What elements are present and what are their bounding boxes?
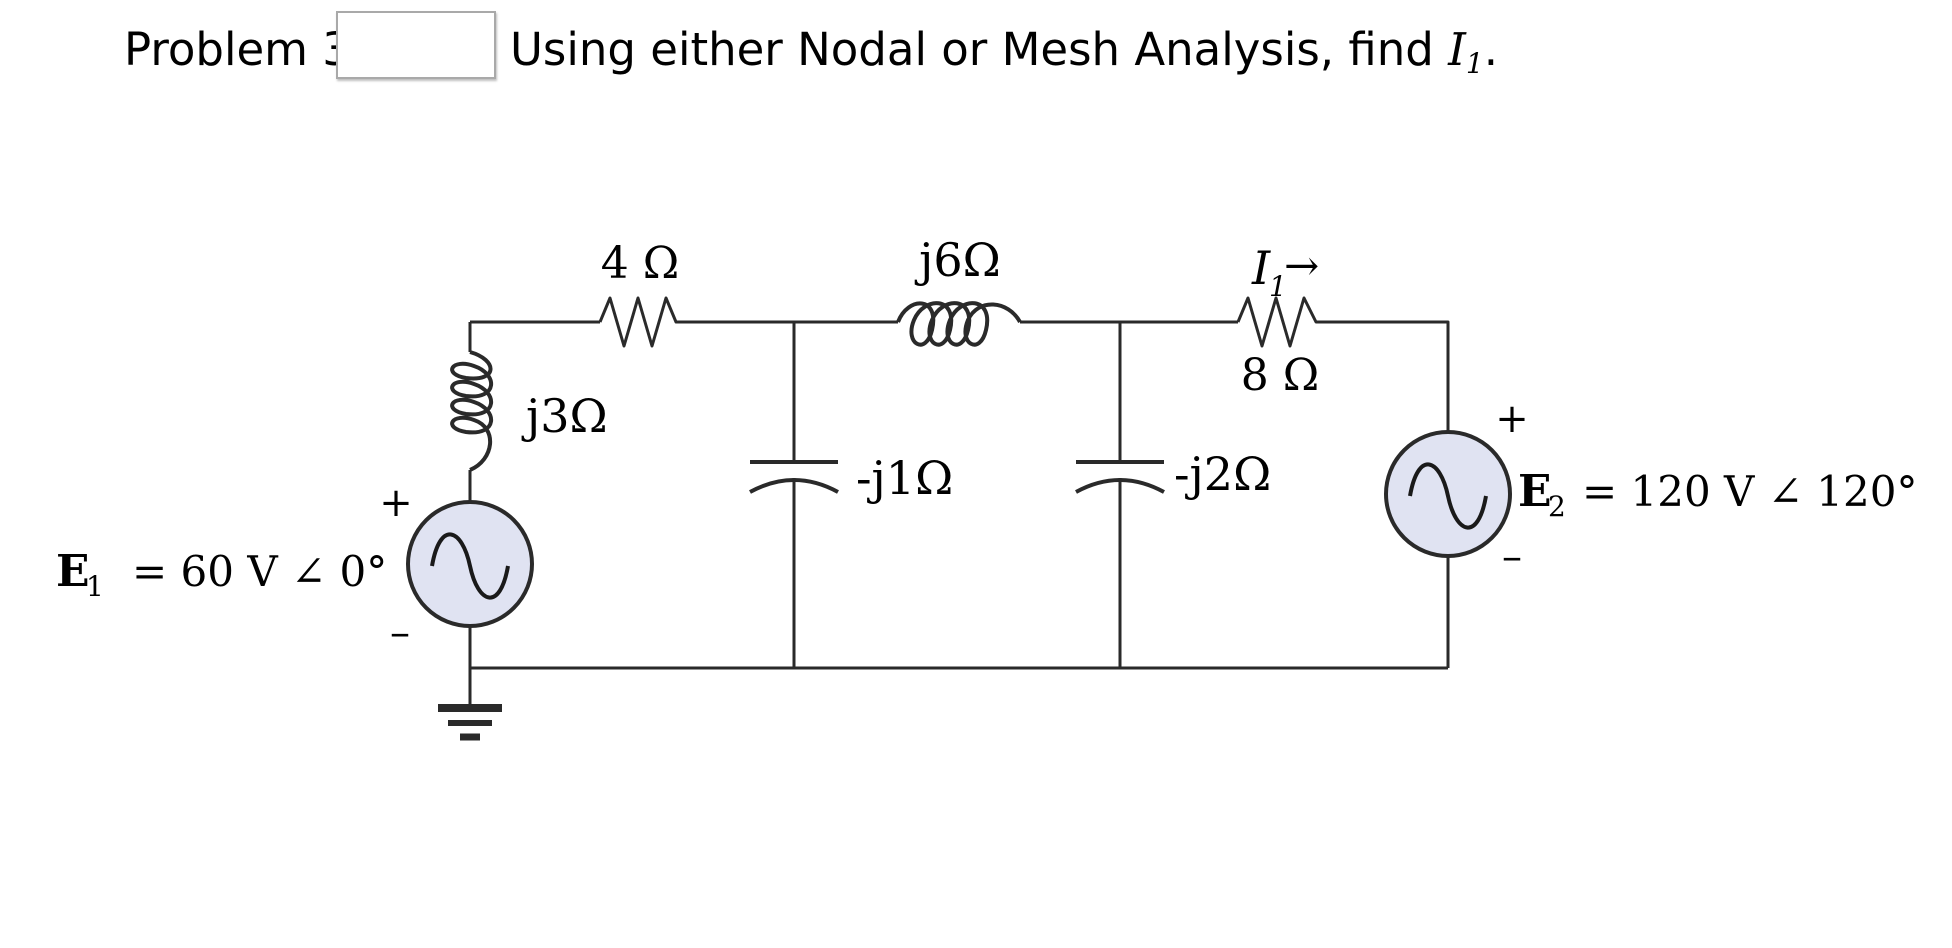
- ground-icon: [438, 704, 502, 741]
- ac-source-e1: [406, 500, 534, 628]
- problem-instruction: Using either Nodal or Mesh Analysis, fin…: [510, 20, 1498, 94]
- inductor-j3-label: j3Ω: [521, 389, 608, 443]
- target-current-symbol: I: [1448, 23, 1466, 76]
- sine-wave-icon: [1408, 462, 1488, 530]
- source-e2-subscript: 2: [1548, 490, 1566, 523]
- inductor-j6: [896, 301, 1022, 347]
- source-e2-value: = 120 V ∠ 120°: [1582, 467, 1917, 516]
- resistor-8-ohm-label: 8 Ω: [1241, 350, 1319, 401]
- current-i1-symbol: I: [1251, 241, 1271, 295]
- wire-top-right: [1325, 320, 1450, 432]
- resistor-8-ohm: [1236, 296, 1325, 348]
- instruction-period: .: [1483, 23, 1499, 76]
- target-current-subscript: 1: [1465, 47, 1484, 80]
- current-i1-subscript: 1: [1269, 270, 1287, 303]
- source-e2-name: E: [1518, 466, 1552, 517]
- answer-input[interactable]: [336, 11, 496, 79]
- source-e1-minus: –: [390, 610, 410, 656]
- source-e1-value: = 60 V ∠ 0°: [132, 547, 387, 596]
- source-e2-plus: +: [1495, 396, 1529, 442]
- capacitor-j1: [749, 460, 839, 494]
- source-e1-plus: +: [379, 480, 413, 526]
- resistor-4-ohm: [598, 296, 682, 348]
- capacitor-j2-label: -j2Ω: [1174, 447, 1271, 501]
- problem-header: Problem 3 Using either Nodal or Mesh Ana…: [0, 0, 1952, 100]
- sine-wave-icon: [430, 532, 510, 600]
- ac-source-e2: [1384, 430, 1512, 558]
- problem-label: Problem 3: [124, 23, 351, 76]
- current-arrow-icon: →: [1284, 241, 1319, 290]
- capacitor-j2: [1075, 460, 1165, 494]
- resistor-4-ohm-label: 4 Ω: [601, 238, 679, 289]
- instruction-text: Using either Nodal or Mesh Analysis, fin…: [510, 23, 1449, 76]
- capacitor-j1-label: -j1Ω: [856, 451, 953, 505]
- source-e2-minus: –: [1502, 534, 1522, 580]
- source-e1-name: E: [56, 546, 90, 597]
- inductor-j6-label: j6Ω: [914, 233, 1001, 287]
- source-e1-subscript: 1: [86, 570, 104, 603]
- circuit-wiring: [468, 320, 1450, 706]
- inductor-j3: [450, 350, 493, 472]
